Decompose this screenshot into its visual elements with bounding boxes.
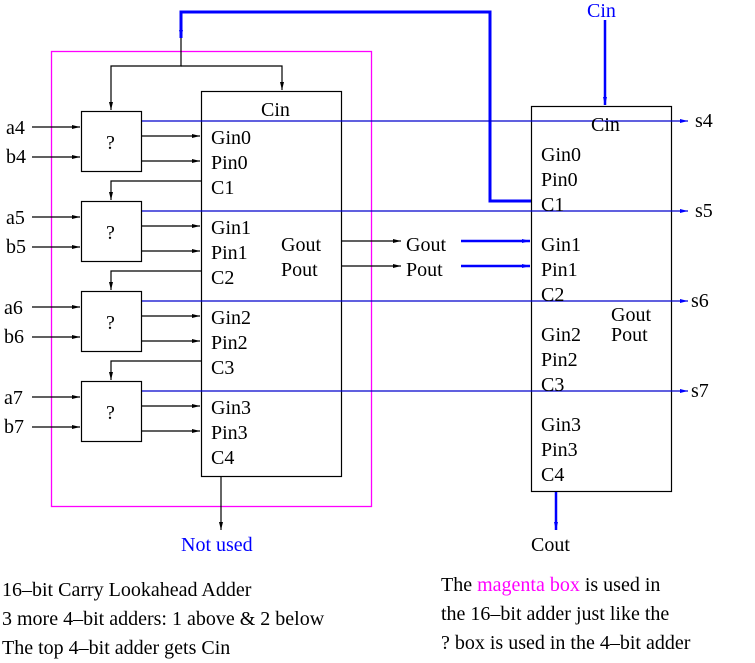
- left-notes: 16–bit Carry Lookahead Adder 3 more 4–bi…: [2, 579, 325, 659]
- right-cla-box: [530, 105, 673, 493]
- svg-text:C2: C2: [541, 284, 564, 306]
- note-line: the 16–bit adder just like the: [441, 603, 669, 625]
- svg-text:C4: C4: [211, 447, 234, 469]
- input-b4: b4: [6, 146, 26, 168]
- svg-text:Gin1: Gin1: [541, 234, 581, 256]
- svg-text:Pout: Pout: [281, 259, 318, 281]
- svg-text:C3: C3: [211, 357, 234, 379]
- svg-text:Pin1: Pin1: [541, 259, 578, 281]
- middle-pout-label: Pout: [406, 259, 443, 281]
- sum-s4: s4: [695, 110, 713, 132]
- cin-split-wire: [109, 51, 182, 110]
- cout-label: Cout: [531, 534, 570, 556]
- svg-text:Gin2: Gin2: [541, 324, 581, 346]
- left-cla-cin: Cin: [261, 99, 290, 121]
- svg-text:Gout: Gout: [281, 234, 321, 256]
- svg-text:Pin0: Pin0: [541, 169, 578, 191]
- svg-text:C1: C1: [541, 194, 564, 216]
- input-a6: a6: [4, 297, 23, 319]
- question-mark: ?: [106, 222, 115, 244]
- input-a7: a7: [4, 387, 23, 409]
- left-cla-labels: Gin0 Pin0 C1 Gin1 Pin1 C2 Gin2 Pin2 C3 G…: [211, 127, 321, 469]
- middle-gout-label: Gout: [406, 234, 446, 256]
- svg-text:Pout: Pout: [611, 324, 648, 346]
- input-wires: a4 b4 a5 b5 a6 b6 a7 b7: [4, 117, 80, 438]
- question-mark: ?: [106, 312, 115, 334]
- svg-text:Pin2: Pin2: [211, 332, 248, 354]
- svg-text:C2: C2: [211, 267, 234, 289]
- carry-wires: [109, 180, 201, 380]
- svg-text:Gout: Gout: [611, 304, 651, 326]
- input-b6: b6: [4, 326, 24, 348]
- question-box: [80, 380, 143, 443]
- question-mark: ?: [106, 402, 115, 424]
- svg-text:Pin0: Pin0: [211, 152, 248, 174]
- sum-s6: s6: [691, 290, 709, 312]
- sum-s5: s5: [695, 200, 713, 222]
- note-line: The magenta box is used in: [441, 574, 660, 596]
- svg-text:Gin3: Gin3: [541, 414, 581, 436]
- svg-text:Gin0: Gin0: [541, 144, 581, 166]
- svg-text:C4: C4: [541, 464, 564, 486]
- svg-text:Cin: Cin: [591, 114, 620, 136]
- note-line: ? box is used in the 4–bit adder: [441, 632, 691, 654]
- input-a5: a5: [6, 207, 25, 229]
- svg-text:Pin3: Pin3: [541, 439, 578, 461]
- svg-text:Pin1: Pin1: [211, 242, 248, 264]
- svg-text:Gin0: Gin0: [211, 127, 251, 149]
- right-cla-labels: Cin Gin0 Pin0 C1 Gin1 Pin1 C2 Gin2 Pin2 …: [541, 114, 651, 486]
- question-box: [80, 110, 143, 173]
- c1-carry-wire: [179, 10, 531, 203]
- magenta-box-highlight: magenta box: [477, 574, 580, 596]
- left-cla-box: [200, 90, 343, 478]
- input-b7: b7: [4, 416, 24, 438]
- note-line: 16–bit Carry Lookahead Adder: [2, 579, 252, 601]
- svg-text:Gin3: Gin3: [211, 397, 251, 419]
- svg-text:C1: C1: [211, 177, 234, 199]
- right-notes: The magenta box is used in the 16–bit ad…: [441, 574, 691, 654]
- top-cin-label: Cin: [587, 0, 616, 22]
- question-mark: ?: [106, 132, 115, 154]
- svg-text:Gin1: Gin1: [211, 217, 251, 239]
- note-line: The top 4–bit adder gets Cin: [2, 637, 230, 659]
- svg-text:Gin2: Gin2: [211, 307, 251, 329]
- svg-text:C3: C3: [541, 374, 564, 396]
- svg-text:Pin2: Pin2: [541, 349, 578, 371]
- input-a4: a4: [6, 117, 25, 139]
- sum-wires: [142, 119, 688, 393]
- cin-left-cla-wire: [181, 65, 284, 90]
- svg-text:Pin3: Pin3: [211, 422, 248, 444]
- gp-wires: [142, 134, 200, 433]
- note-line: 3 more 4–bit adders: 1 above & 2 below: [2, 608, 325, 630]
- question-box-group: ? ? ? ?: [80, 110, 143, 443]
- not-used-label: Not used: [181, 534, 253, 556]
- question-box: [80, 290, 143, 353]
- question-box: [80, 200, 143, 263]
- input-b5: b5: [6, 236, 26, 258]
- magenta-box: [50, 50, 373, 508]
- sum-s7: s7: [691, 380, 709, 402]
